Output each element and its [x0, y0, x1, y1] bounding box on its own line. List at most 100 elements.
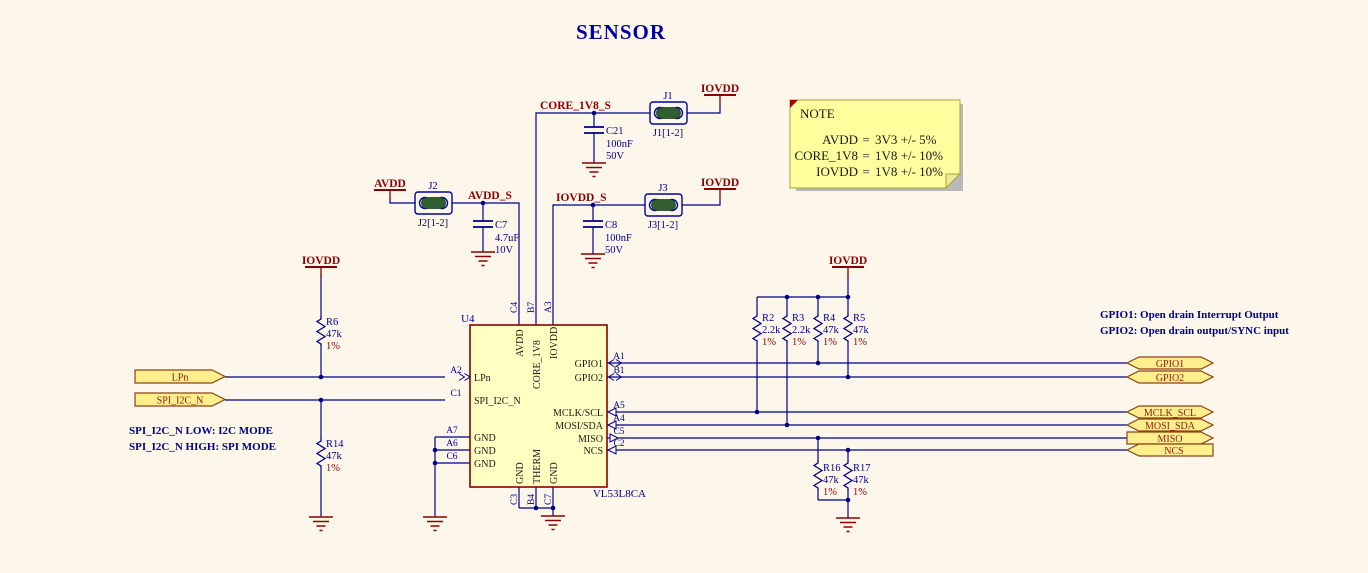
note-row-name: AVDD [822, 132, 858, 147]
pin-num-b7: B7 [527, 302, 537, 313]
iovdd-label: IOVDD [302, 255, 340, 267]
port-spi-i2c-n[interactable]: SPI_I2C_N [134, 392, 227, 407]
port-mosi-sda[interactable]: MOSI_SDA [1125, 418, 1215, 432]
resistor-r5[interactable]: R5 47k 1% [843, 312, 870, 348]
pin-num-a2: A2 [450, 366, 462, 376]
pin-name-avdd: AVDD [515, 329, 526, 357]
note-row-name: CORE_1V8 [794, 148, 858, 163]
pin-num-c7: C7 [544, 494, 554, 505]
pin-num-a3: A3 [544, 301, 554, 313]
jumper-j1[interactable]: J1 J1[1-2] [649, 91, 688, 139]
resistor-r3[interactable]: R3 2.2k 1% [782, 312, 811, 348]
note-fold-icon [945, 173, 962, 190]
pin-name-mclk-scl: MCLK/SCL [553, 408, 603, 419]
resistor-r6[interactable]: R6 47k 1% [316, 315, 343, 352]
resistor-r4[interactable]: R4 47k 1% [813, 312, 840, 348]
port-gpio2[interactable]: GPIO2 [1125, 370, 1215, 384]
r4-value: 47k [823, 325, 840, 336]
pin-name-lpn: LPn [474, 373, 491, 384]
ic-body[interactable] [469, 324, 608, 488]
r14-tol: 1% [326, 463, 340, 474]
pin-num-a5: A5 [613, 401, 625, 411]
pin-name-mosi-sda: MOSI/SDA [555, 421, 604, 432]
pin-num-b4: B4 [527, 494, 537, 505]
r3-value: 2.2k [792, 325, 811, 336]
pin-num-c2: C2 [613, 439, 624, 449]
input-arrow-icon [606, 407, 617, 417]
input-arrow-icon [606, 445, 617, 455]
capacitor-c7[interactable]: C7 4.7uF 10V [472, 220, 519, 256]
note-box[interactable]: NOTE AVDD = 3V3 +/- 5% CORE_1V8 = 1V8 +/… [789, 99, 963, 191]
c21-voltage: 50V [606, 151, 625, 162]
note-marker-icon [790, 100, 798, 108]
net-label-core-1v8-s: CORE_1V8_S [540, 100, 611, 112]
output-arrow-icon [609, 433, 620, 443]
r2-tol: 1% [762, 337, 776, 348]
pin-num-c1: C1 [450, 389, 461, 399]
note-row-value: 1V8 +/- 10% [875, 148, 943, 163]
power-iovdd-j1: IOVDD [701, 83, 739, 106]
port-label: LPn [172, 373, 189, 384]
j2-pins: J2[1-2] [418, 218, 448, 229]
r2-value: 2.2k [762, 325, 781, 336]
j1-ref: J1 [663, 91, 672, 102]
r6-tol: 1% [326, 341, 340, 352]
c8-voltage: 50V [605, 245, 624, 256]
note-title: NOTE [800, 106, 835, 121]
j1-pins: J1[1-2] [653, 128, 683, 139]
port-label: NCS [1164, 446, 1183, 457]
r6-ref: R6 [326, 317, 338, 328]
pin-name-spi-i2c-n: SPI_I2C_N [474, 396, 521, 407]
wire-right [607, 275, 1127, 518]
resistor-r16[interactable]: R16 47k 1% [813, 459, 841, 498]
resistor-r14[interactable]: R14 47k 1% [316, 437, 344, 474]
r4-ref: R4 [823, 313, 836, 324]
input-arrow-icon [606, 420, 617, 430]
port-label: GPIO2 [1156, 373, 1184, 384]
pin-num-a7: A7 [446, 426, 458, 436]
pin-name-ncs: NCS [584, 446, 603, 457]
ic-ref: U4 [461, 313, 475, 325]
c7-ref: C7 [495, 220, 507, 231]
power-iovdd-r6: IOVDD [302, 255, 340, 278]
annotation-spi-high: SPI_I2C_N HIGH: SPI MODE [129, 441, 276, 453]
jumper-j3[interactable]: J3 J3[1-2] [644, 183, 683, 231]
avdd-label: AVDD [374, 178, 406, 190]
resistor-r2[interactable]: R2 2.2k 1% [752, 312, 781, 348]
resistor-r17[interactable]: R17 47k 1% [843, 459, 871, 498]
pin-num-b1: B1 [613, 366, 624, 376]
port-mclk-scl[interactable]: MCLK_SCL [1125, 405, 1215, 419]
ic-u4[interactable]: U4 VL53L8CA AVDD CORE_1V8 IOVDD C4 B7 A3… [446, 301, 646, 505]
port-miso[interactable]: MISO [1126, 431, 1215, 445]
capacitor-c21[interactable]: C21 100nF 50V [583, 126, 633, 162]
r4-tol: 1% [823, 337, 837, 348]
r17-tol: 1% [853, 487, 867, 498]
capacitor-c8[interactable]: C8 100nF 50V [582, 220, 632, 256]
c8-value: 100nF [605, 233, 632, 244]
r6-value: 47k [326, 329, 343, 340]
port-ncs[interactable]: NCS [1125, 443, 1214, 457]
sheet-title: SENSOR [576, 20, 666, 44]
c7-voltage: 10V [495, 245, 514, 256]
r14-value: 47k [326, 451, 343, 462]
c21-value: 100nF [606, 139, 633, 150]
pin-num-c4: C4 [510, 302, 520, 313]
c21-ref: C21 [606, 126, 624, 137]
net-label-iovdd-s: IOVDD_S [556, 192, 606, 204]
power-avdd: AVDD [373, 178, 407, 201]
port-lpn[interactable]: LPn [134, 369, 227, 384]
note-row-eq: = [862, 164, 869, 179]
annotation-gpio2: GPIO2: Open drain output/SYNC input [1100, 325, 1289, 337]
iovdd-label: IOVDD [829, 255, 867, 267]
port-gpio1[interactable]: GPIO1 [1125, 356, 1215, 370]
r5-tol: 1% [853, 337, 867, 348]
jumper-j2[interactable]: J2 J2[1-2] [414, 181, 453, 229]
note-row-name: IOVDD [816, 164, 858, 179]
pin-num-a4: A4 [613, 414, 625, 424]
note-row-value: 3V3 +/- 5% [875, 132, 937, 147]
c7-value: 4.7uF [495, 233, 519, 244]
j2-ref: J2 [428, 181, 437, 192]
